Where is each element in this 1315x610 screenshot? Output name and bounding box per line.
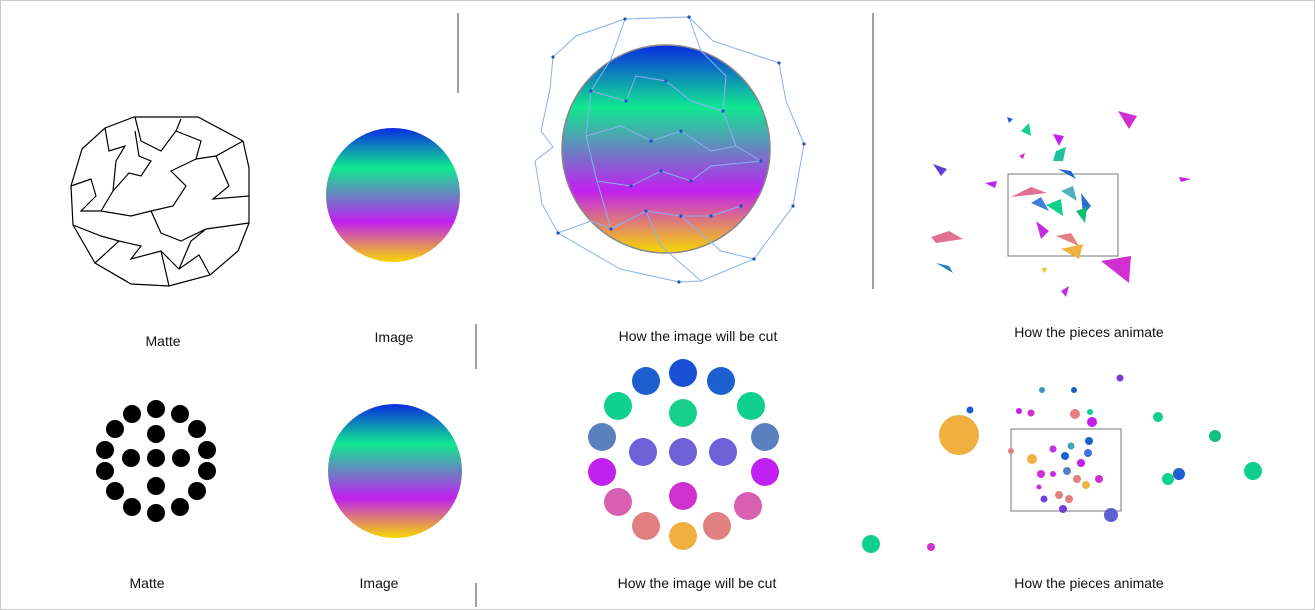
cut-label: How the image will be cut (618, 328, 778, 344)
shard (1118, 111, 1137, 129)
animation-frame (1007, 173, 1119, 257)
shard (1061, 244, 1083, 259)
shard (985, 181, 997, 188)
matte-label-row2: Matte (129, 575, 165, 591)
animated-dots (862, 374, 1262, 553)
image-circle (328, 404, 462, 538)
shard (1007, 117, 1013, 123)
shard (936, 263, 953, 273)
matte-crack (150, 158, 197, 212)
shard (1036, 221, 1049, 239)
shattered-matte (70, 116, 250, 287)
shard (1053, 147, 1066, 161)
cut-diagram (534, 15, 806, 284)
animate-label-row2: How the pieces animate (1014, 575, 1164, 591)
dots-matte (96, 400, 216, 522)
shard (1011, 187, 1047, 197)
shard (1053, 134, 1064, 146)
cut-points (551, 15, 806, 284)
cut-dots (588, 359, 779, 550)
matte-crack (94, 240, 170, 287)
matte-crack (72, 224, 120, 242)
shard (1101, 256, 1131, 283)
animated-shards (931, 111, 1191, 297)
cut-image-circle (561, 44, 771, 254)
image-label-row2: Image (359, 575, 399, 591)
shard (1061, 186, 1077, 201)
animate-label: How the pieces animate (1014, 324, 1164, 340)
matte-crack (100, 210, 250, 242)
shard (1021, 123, 1031, 136)
shard (1061, 286, 1069, 297)
shard (931, 231, 963, 243)
shard (933, 164, 947, 176)
shard (1179, 177, 1191, 182)
matte-crack (211, 155, 250, 200)
shard (1031, 197, 1049, 211)
shard (1076, 207, 1087, 223)
shard (1056, 233, 1079, 246)
matte-crack (160, 250, 211, 276)
cut-label-row2: How the image will be cut (617, 575, 777, 591)
matte-crack (178, 228, 207, 270)
shard (1041, 267, 1047, 273)
matte-crack (70, 178, 114, 212)
shard (1058, 169, 1076, 179)
image-circle (326, 128, 460, 262)
image-label: Image (374, 329, 414, 345)
shard (1019, 153, 1025, 159)
matte-crack (134, 116, 182, 152)
shard (1046, 199, 1063, 216)
matte-crack (104, 127, 152, 193)
matte-label: Matte (145, 333, 181, 349)
